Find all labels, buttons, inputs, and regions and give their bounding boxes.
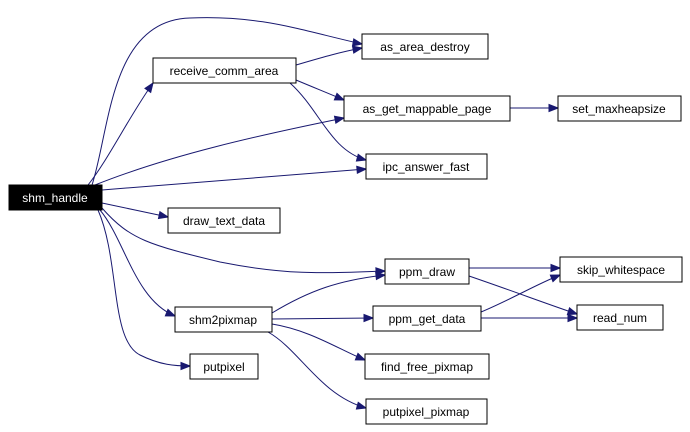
edge-shm_handle-to-receive_comm_area	[87, 82, 154, 186]
node-set_maxheapsize[interactable]: set_maxheapsize	[557, 95, 682, 122]
edge-shm_handle-to-shm2pixmap	[99, 209, 176, 317]
edge-shm_handle-to-ipc_answer_fast	[101, 168, 367, 191]
edge-ppm_draw-to-read_num	[468, 275, 578, 315]
node-shm2pixmap[interactable]: shm2pixmap	[174, 306, 273, 333]
edge-shm_handle-to-putpixel	[97, 209, 191, 367]
node-draw_text_data[interactable]: draw_text_data	[167, 207, 281, 234]
node-label: draw_text_data	[183, 214, 265, 228]
node-ipc_answer_fast[interactable]: ipc_answer_fast	[365, 153, 488, 180]
node-label: putpixel	[203, 360, 244, 374]
edge-shm_handle-to-ppm_draw	[101, 207, 386, 274]
node-ppm_get_data[interactable]: ppm_get_data	[372, 305, 482, 332]
arrowhead-shm_handle-to-shm2pixmap	[164, 308, 177, 317]
edge-shm2pixmap-to-ppm_get_data	[271, 317, 374, 320]
arrowhead-receive_comm_area-to-as_area_destroy	[351, 45, 364, 54]
arrowhead-shm2pixmap-to-ppm_draw	[375, 271, 387, 281]
arrowhead-ppm_get_data-to-skip_whitespace	[549, 274, 562, 283]
arrowhead-receive_comm_area-to-ipc_answer_fast	[355, 153, 368, 162]
node-as_area_destroy[interactable]: as_area_destroy	[361, 33, 489, 60]
node-find_free_pixmap[interactable]: find_free_pixmap	[364, 353, 490, 380]
node-skip_whitespace[interactable]: skip_whitespace	[559, 256, 683, 283]
edge-shm_handle-to-as_area_destroy	[91, 17, 363, 186]
edge-ppm_get_data-to-skip_whitespace	[480, 274, 561, 313]
arrowhead-shm_handle-to-as_get_mappable_page	[333, 115, 346, 124]
arrowhead-ppm_draw-to-read_num	[566, 307, 579, 316]
edge-layer	[87, 17, 579, 410]
arrowhead-shm_handle-to-receive_comm_area	[144, 81, 154, 94]
arrowhead-shm_handle-to-putpixel	[180, 361, 192, 371]
node-label: receive_comm_area	[170, 64, 279, 78]
arrowhead-ppm_draw-to-skip_whitespace	[550, 263, 562, 273]
edge-receive_comm_area-to-ipc_answer_fast	[289, 82, 367, 161]
edge-shm2pixmap-to-putpixel_pixmap	[267, 331, 367, 409]
node-putpixel[interactable]: putpixel	[189, 353, 259, 380]
node-label: set_maxheapsize	[572, 102, 666, 116]
node-label: shm_handle	[22, 191, 88, 205]
node-label: find_free_pixmap	[381, 360, 473, 374]
arrowhead-shm2pixmap-to-ppm_get_data	[363, 313, 375, 323]
arrowhead-as_get_mappable_page-to-set_maxheapsize	[548, 103, 560, 113]
node-label: putpixel_pixmap	[383, 405, 470, 419]
node-label: as_get_mappable_page	[363, 102, 492, 116]
edge-receive_comm_area-to-as_area_destroy	[295, 47, 363, 66]
node-label: skip_whitespace	[577, 263, 665, 277]
node-read_num[interactable]: read_num	[576, 304, 664, 331]
arrowhead-ppm_get_data-to-read_num	[567, 313, 579, 323]
node-label: shm2pixmap	[189, 313, 257, 327]
edge-shm2pixmap-to-ppm_draw	[271, 274, 386, 314]
node-label: ipc_answer_fast	[383, 160, 470, 174]
node-label: ppm_get_data	[389, 312, 466, 326]
arrowhead-shm_handle-to-ipc_answer_fast	[356, 165, 368, 175]
node-label: read_num	[593, 311, 647, 325]
arrowhead-shm_handle-to-as_area_destroy	[351, 38, 364, 47]
edge-shm_handle-to-as_get_mappable_page	[94, 117, 345, 186]
node-ppm_draw[interactable]: ppm_draw	[384, 258, 470, 285]
node-label: as_area_destroy	[380, 40, 469, 54]
arrowhead-shm2pixmap-to-putpixel_pixmap	[355, 401, 368, 410]
edge-shm2pixmap-to-find_free_pixmap	[271, 323, 366, 361]
node-receive_comm_area[interactable]: receive_comm_area	[152, 57, 297, 84]
node-putpixel_pixmap[interactable]: putpixel_pixmap	[365, 398, 488, 425]
arrowhead-shm2pixmap-to-find_free_pixmap	[354, 352, 367, 361]
node-as_get_mappable_page[interactable]: as_get_mappable_page	[343, 95, 511, 122]
node-label: ppm_draw	[399, 265, 455, 279]
arrowhead-shm_handle-to-draw_text_data	[157, 210, 170, 220]
arrowhead-receive_comm_area-to-as_get_mappable_page	[333, 92, 346, 101]
edge-shm_handle-to-draw_text_data	[101, 202, 169, 218]
node-shm_handle[interactable]: shm_handle	[8, 184, 103, 211]
